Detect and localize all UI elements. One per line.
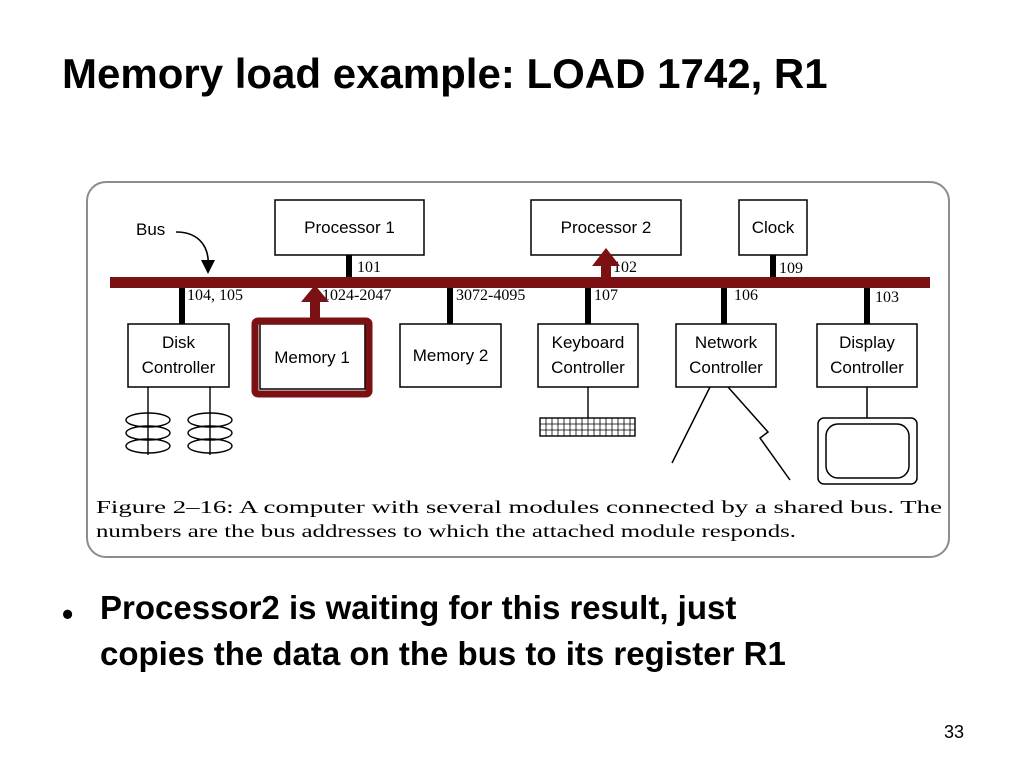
slide-title: Memory load example: LOAD 1742, R1 — [62, 50, 828, 97]
keyboard-controller-address: 107 — [594, 287, 618, 304]
bullet-line-2: copies the data on the bus to its regist… — [100, 635, 786, 672]
keyboard-controller-module: 107 Keyboard Controller — [537, 287, 639, 388]
network-controller-module: 106 Network Controller — [675, 287, 777, 388]
bus-pointer-arrow-head — [201, 260, 215, 274]
disk-drive-icon — [125, 387, 171, 455]
keyboard-icon — [539, 387, 636, 437]
keyboard-controller-line2: Controller — [551, 358, 625, 377]
memory-2-module: 3072-4095 Memory 2 — [399, 287, 525, 388]
memory-1-module: 1024-2047 Memory 1 — [259, 287, 391, 390]
processor-2-module: Processor 2 102 — [530, 199, 682, 277]
shared-bus — [110, 277, 930, 288]
processor-2-label: Processor 2 — [561, 218, 652, 237]
display-controller-module: 103 Display Controller — [816, 288, 918, 388]
display-controller-line2: Controller — [830, 358, 904, 377]
clock-label: Clock — [752, 218, 795, 237]
page-number: 33 — [943, 722, 964, 742]
processor-1-label: Processor 1 — [304, 218, 395, 237]
memory-2-address: 3072-4095 — [456, 287, 525, 304]
network-controller-line2: Controller — [689, 358, 763, 377]
network-controller-address: 106 — [734, 287, 758, 304]
disk-controller-line1: Disk — [162, 333, 196, 352]
disk-controller-address: 104, 105 — [187, 287, 243, 304]
keyboard-controller-line1: Keyboard — [552, 333, 625, 352]
bus-label: Bus — [136, 220, 165, 239]
bullet-item: Processor2 is waiting for this result, j… — [100, 585, 960, 677]
clock-module: Clock 109 — [738, 199, 808, 277]
memory-2-label: Memory 2 — [413, 346, 489, 365]
figure-caption-line1: Figure 2–16: A computer with several mod… — [96, 497, 942, 517]
network-cable-icon — [671, 386, 791, 481]
processor-1-module: Processor 1 101 — [274, 199, 425, 277]
bus-diagram: Bus Processor 1 101 Processor 2 102 Cloc… — [96, 199, 942, 541]
processor-2-address: 102 — [613, 259, 637, 276]
processor-1-address: 101 — [357, 259, 381, 276]
display-controller-line1: Display — [839, 333, 895, 352]
data-to-processor-2-arrow — [592, 248, 620, 278]
display-controller-address: 103 — [875, 289, 899, 306]
data-from-memory-1-arrow — [301, 285, 329, 323]
disk-controller-module: 104, 105 Disk Controller — [127, 287, 243, 388]
memory-1-address: 1024-2047 — [322, 287, 391, 304]
disk-controller-line2: Controller — [142, 358, 216, 377]
monitor-icon — [817, 387, 918, 485]
figure-caption-line2: numbers are the bus addresses to which t… — [96, 521, 796, 541]
disk-drive-icon — [187, 387, 233, 455]
bullet-marker: • — [62, 596, 74, 632]
network-controller-line1: Network — [695, 333, 758, 352]
memory-1-label: Memory 1 — [274, 348, 350, 367]
bullet-line-1: Processor2 is waiting for this result, j… — [100, 589, 737, 626]
clock-address: 109 — [779, 260, 803, 277]
